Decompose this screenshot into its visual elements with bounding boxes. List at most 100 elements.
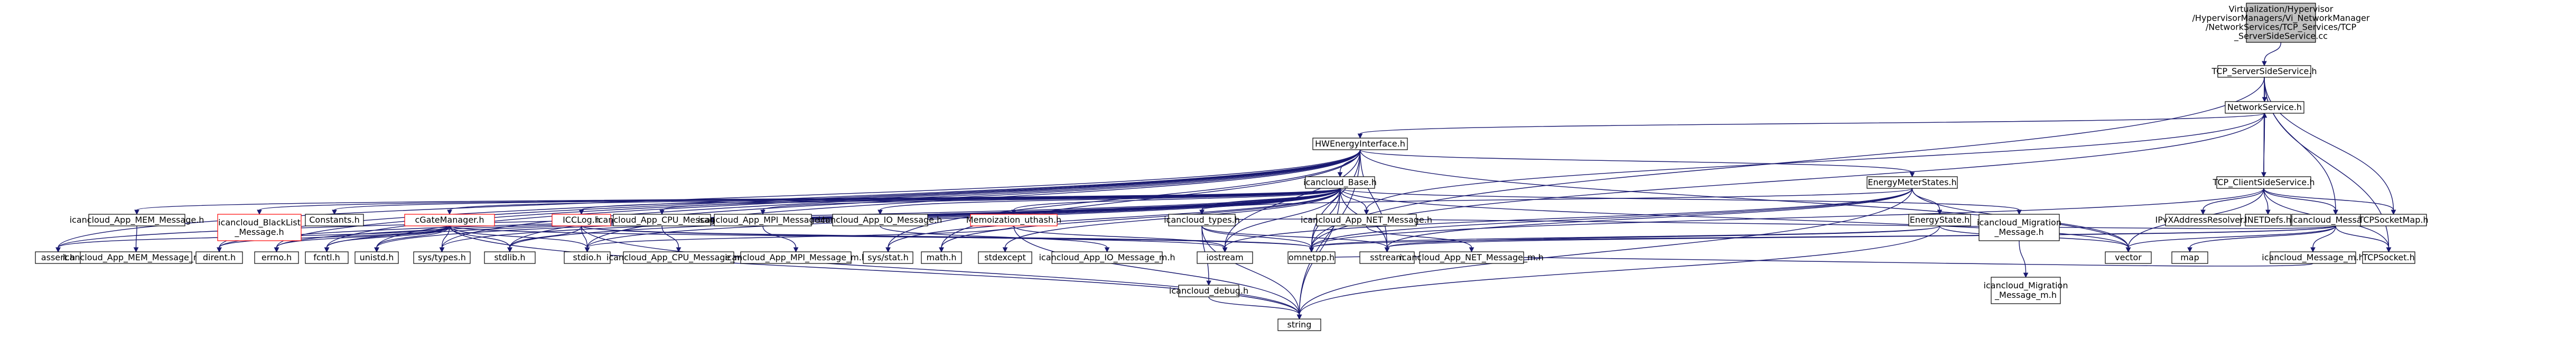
node-io_m[interactable]: icancloud_App_IO_Message_m.h [1039,251,1175,264]
edge-arrowhead [878,210,883,215]
edge-cgatemgr-to-unistd [376,225,450,248]
node-dirent[interactable]: dirent.h [195,251,243,264]
node-io[interactable]: icancloud_App_IO_Message.h [818,214,942,226]
node-tcp_server[interactable]: TCP_ServerSideService.h [2211,65,2317,78]
node-box [613,214,711,226]
node-omnetpp[interactable]: omnetpp.h [1287,251,1336,264]
node-icclog[interactable]: ICCLog.h [552,214,611,226]
node-tcp_client[interactable]: TCP_ClientSideService.h [2213,176,2315,189]
node-icb[interactable]: icancloud_Base.h [1303,176,1377,189]
node-label: TCPSocketMap.h [2358,215,2428,225]
edge-types-to-omnetpp [1201,225,1312,248]
node-mem[interactable]: icancloud_App_MEM_Message.h [70,214,204,226]
node-box [1359,251,1415,264]
node-label: NetworkService.h [2227,102,2302,112]
node-cgatemgr[interactable]: cGateManager.h [404,214,495,226]
node-box [2246,3,2316,43]
node-migration[interactable]: icancloud_Migration_Message.h [1977,214,2061,241]
node-label: stdio.h [573,252,602,262]
node-cpu_m[interactable]: icancloud_App_CPU_Message_m.h [606,251,751,264]
edge-arrowhead [793,247,799,253]
node-constants[interactable]: Constants.h [305,214,364,226]
edge-tcp_client-to-netservice [2263,117,2265,177]
node-box [832,214,928,226]
node-energymeter[interactable]: EnergyMeterStates.h [1866,176,1958,189]
node-label: assert.h [41,252,75,262]
node-mem_m[interactable]: icancloud_App_MEM_Message_m.h [62,251,210,264]
node-icmsg_m[interactable]: icancloud_Message_m.h [2262,251,2364,264]
edge-arrowhead [1937,210,1943,215]
node-tcpsock[interactable]: TCPSocket.h [2362,251,2415,264]
node-label: _ServerSideService.cc [2234,31,2328,41]
node-assert[interactable]: assert.h [35,251,81,264]
node-label: stdlib.h [494,252,525,262]
edge-icmsg-to-types [1201,218,2336,229]
node-unistd[interactable]: unistd.h [354,251,399,264]
edge-icmsg-to-sstream [1386,225,2336,248]
node-energystate[interactable]: EnergyState.h [1908,214,1971,226]
node-label: icancloud_debug.h [1169,286,1248,296]
node-label: errno.h [262,252,292,262]
node-blacklist[interactable]: icancloud_BlackList_Message.h [217,214,302,241]
node-label: _Message.h [234,227,284,238]
node-debug[interactable]: icancloud_debug.h [1169,285,1248,297]
node-types[interactable]: icancloud_types.h [1164,214,1240,226]
edge-netservice-to-omnetpp [1311,113,2265,248]
node-net_m[interactable]: icancloud_App_NET_Message_m.h [1399,251,1544,264]
node-box [1312,138,1408,150]
node-label: ICCLog.h [563,215,600,225]
node-label: icancloud_App_MEM_Message.h [70,215,204,225]
edge-arrowhead [584,247,590,253]
node-inetdefs[interactable]: INETDefs.h [2245,214,2291,226]
edge-icclog-to-stdlib [509,225,582,248]
node-vector[interactable]: vector [2105,251,2152,264]
node-map[interactable]: map [2171,251,2208,264]
node-label: TCPSocket.h [2362,252,2414,262]
edge-energymeter-to-omnetpp [1311,188,1913,248]
node-icmsg[interactable]: icancloud_Message.h [2291,214,2381,226]
node-ipv4[interactable]: IPvXAddressResolver.h [2155,214,2251,226]
node-label: /NetworkServices/TCP_Services/TCP [2206,22,2357,32]
node-box [305,214,364,226]
node-netservice[interactable]: NetworkService.h [2225,101,2304,114]
node-label: EnergyMeterStates.h [1868,177,1956,187]
node-box [552,214,611,226]
node-errno[interactable]: errno.h [254,251,299,264]
node-hwenergy[interactable]: HWEnergyInterface.h [1312,138,1408,150]
node-label: EnergyState.h [1910,215,1970,225]
node-label: icancloud_types.h [1164,215,1240,225]
node-iostream[interactable]: iostream [1197,251,1253,264]
node-mpi[interactable]: icancloud_App_MPI_Message.h [698,214,828,226]
edge-energymeter-to-string [1299,188,1913,315]
node-stdexcept[interactable]: stdexcept [978,251,1032,264]
node-migration_m[interactable]: icancloud_Migration_Message_m.h [1984,277,2068,304]
node-label: icancloud_App_CPU_Message_m.h [606,252,751,263]
edge-arrowhead [332,210,337,215]
node-tcpsockmap[interactable]: TCPSocketMap.h [2358,214,2429,226]
node-mpi_m[interactable]: icancloud_App_MPI_Message_m.h [725,251,867,264]
node-label: icancloud_BlackList [218,217,301,228]
node-sysstat[interactable]: sys/stat.h [863,251,913,264]
edge-arrowhead [2187,247,2192,253]
node-string[interactable]: string [1277,318,1321,331]
node-memo[interactable]: Memoization_uthash.h [966,214,1061,226]
node-cpu[interactable]: icancloud_App_CPU_Message.h [596,214,728,226]
node-fcntl[interactable]: fcntl.h [305,251,349,264]
node-sstream[interactable]: sstream [1359,251,1415,264]
node-stdio[interactable]: stdio.h [564,251,611,264]
node-box [921,251,962,264]
node-math[interactable]: math.h [921,251,962,264]
edge-arrowhead [447,210,452,215]
node-label: icancloud_App_MEM_Message_m.h [62,252,209,263]
node-label: dirent.h [203,252,236,262]
node-label: TCP_ClientSideService.h [2213,177,2315,188]
edge-arrowhead [1364,210,1369,215]
node-root[interactable]: Virtualization/Hypervisor/HypervisorMana… [2192,3,2370,43]
edge-arrowhead [439,247,445,253]
node-label: sstream [1370,252,1404,262]
node-systypes[interactable]: sys/types.h [413,251,471,264]
edge-energystate-to-string [1299,225,1940,315]
node-net[interactable]: icancloud_App_NET_Message.h [1301,214,1432,226]
edge-arrowhead [1222,247,1228,253]
node-stdlib[interactable]: stdlib.h [484,251,536,264]
